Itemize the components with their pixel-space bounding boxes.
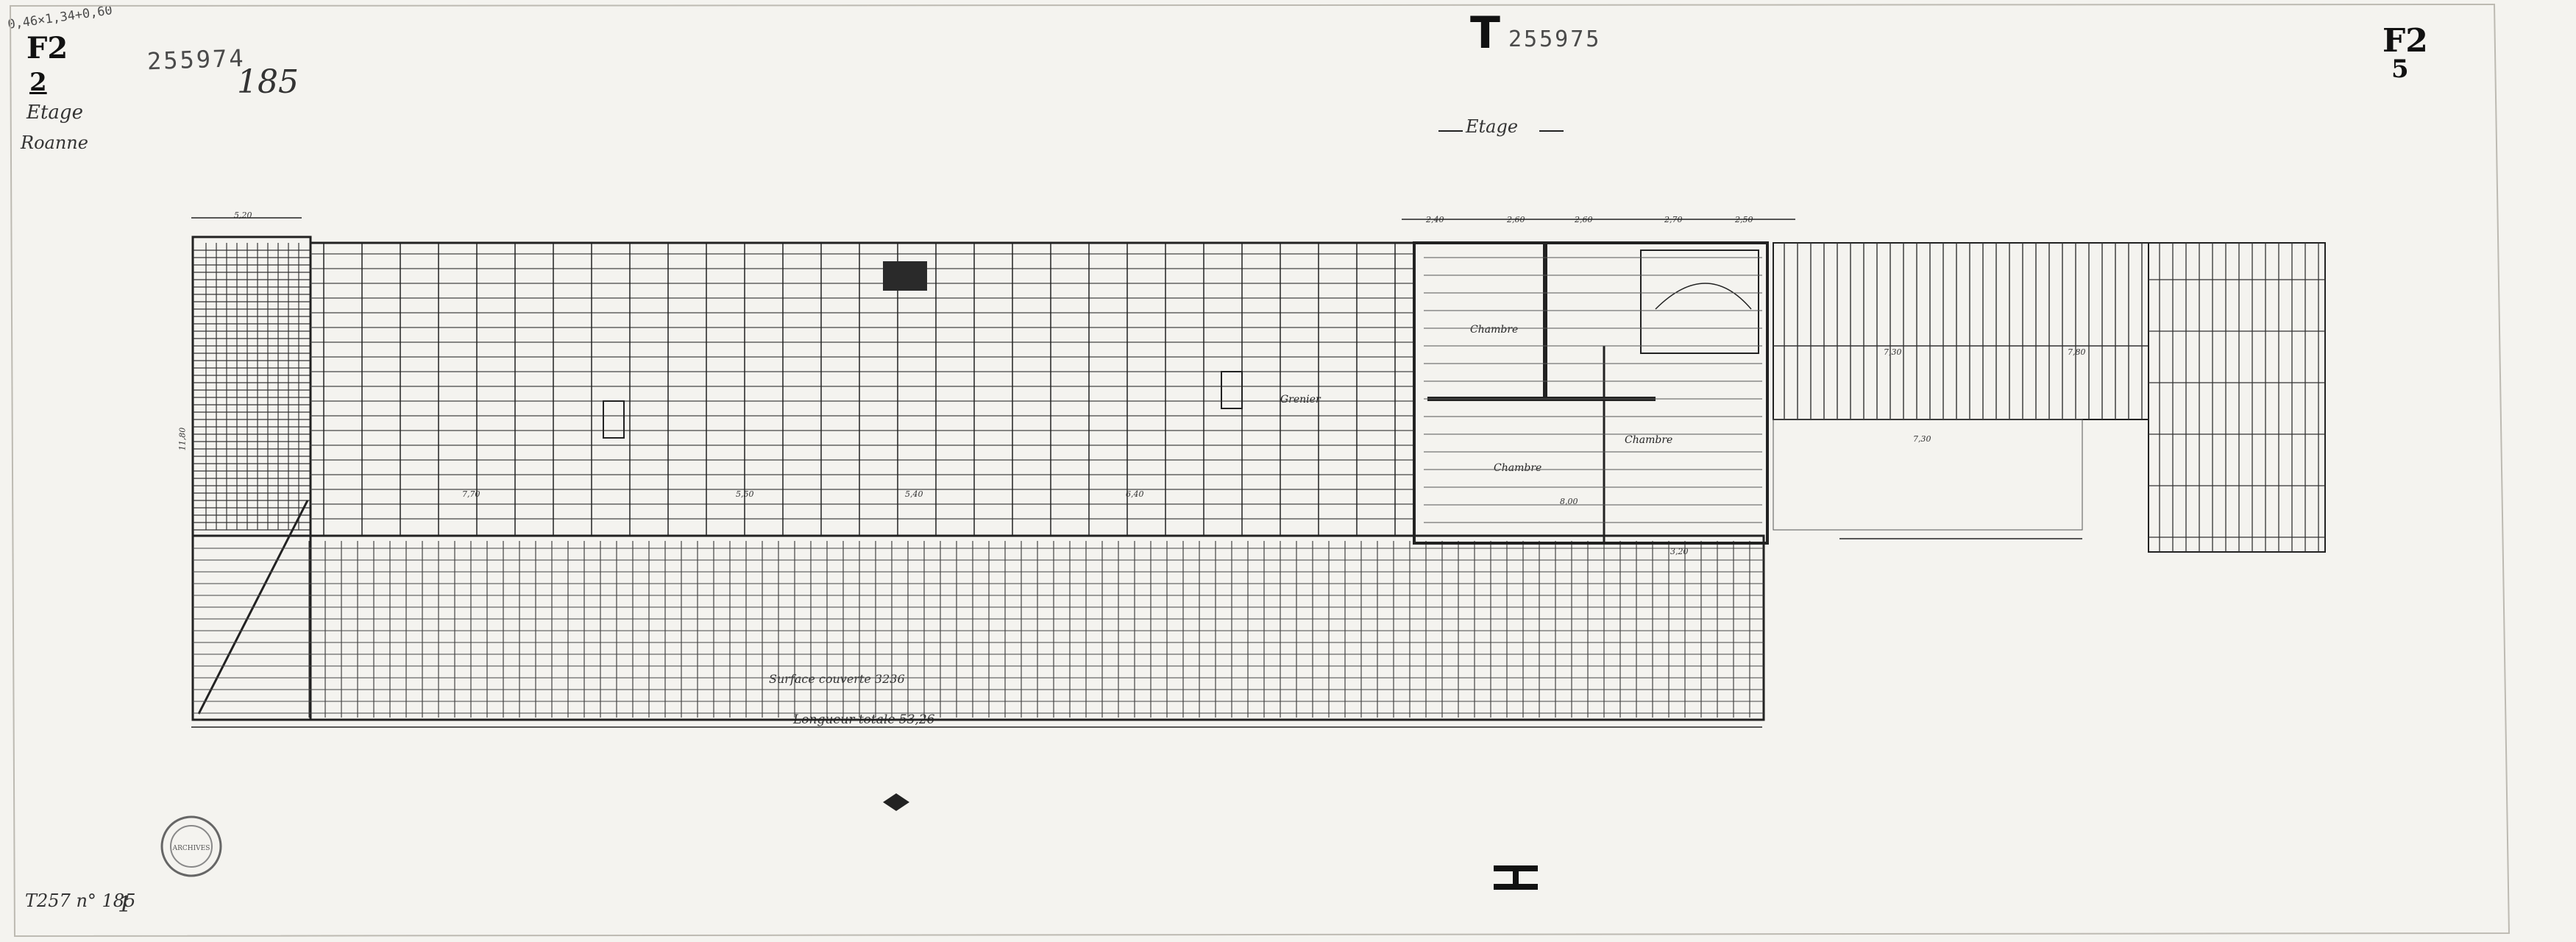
right-wing-roof (1773, 242, 2149, 420)
dim-south-a: 8,00 (1560, 497, 1578, 506)
dim-wing-b: 7,80 (2068, 347, 2086, 357)
dim-mid-c: 5,40 (905, 489, 923, 499)
number-right: 5 (2391, 54, 2409, 84)
annex-rafters (2149, 243, 2325, 552)
room-label-chambre-1: Chambre (1470, 324, 1519, 336)
seal-text: ARCHIVES (172, 845, 210, 852)
wing-lower-plan (1773, 419, 2083, 531)
main-purlins (311, 253, 1414, 520)
dim-wing-c: 7,30 (1913, 434, 1931, 444)
wing-rafters (1773, 243, 2149, 419)
label-floor: Etage (26, 102, 83, 124)
archive-seal: ARCHIVES (160, 815, 222, 877)
bottom-note: T257 n° 185 (25, 890, 136, 911)
south-roof-lines (193, 548, 1764, 714)
hatch-left-vertical (193, 243, 311, 531)
dim-mid-a: 7,70 (462, 489, 480, 499)
staircase (1640, 249, 1759, 354)
label-city: Roanne (21, 132, 88, 153)
main-roof-frame (309, 241, 1416, 537)
dim-wing-a: 7,30 (1884, 347, 1902, 357)
dim-south-b: 3,20 (1670, 547, 1689, 556)
south-roof-frame (191, 534, 1765, 721)
code-left: F2 (26, 31, 68, 65)
main-rafters (323, 243, 1396, 536)
dim-mid-d: 6,40 (1126, 489, 1144, 499)
rooms-block (1413, 241, 1769, 545)
room-label-chambre-2: Chambre (1494, 462, 1542, 474)
stair-curve (1655, 283, 1752, 310)
ink-mark-cross (883, 793, 909, 811)
marker-top: T (1470, 7, 1500, 59)
annex-roof (2148, 242, 2326, 553)
ink-blot (883, 261, 927, 291)
bottom-digit: 1 (118, 892, 132, 918)
room-joists (1424, 257, 1762, 523)
sheet-border (9, 3, 2511, 938)
roof-area-note: Surface couverte 3236 (769, 672, 905, 686)
south-roof-hatch (308, 541, 1750, 718)
number-left: 2 (29, 68, 47, 97)
archive-stamp-center: 255975 (1508, 26, 1602, 52)
folio-number: 185 (237, 63, 299, 101)
room-label-chambre-3: Chambre (1625, 434, 1673, 446)
marker-bottom (1494, 865, 1538, 890)
code-right: F2 (2382, 22, 2428, 60)
chimney-1 (603, 400, 625, 439)
room-label-grenier: Grenier (1280, 394, 1321, 406)
chimney-2 (1221, 371, 1243, 409)
plan-title: Etage (1466, 116, 1519, 137)
